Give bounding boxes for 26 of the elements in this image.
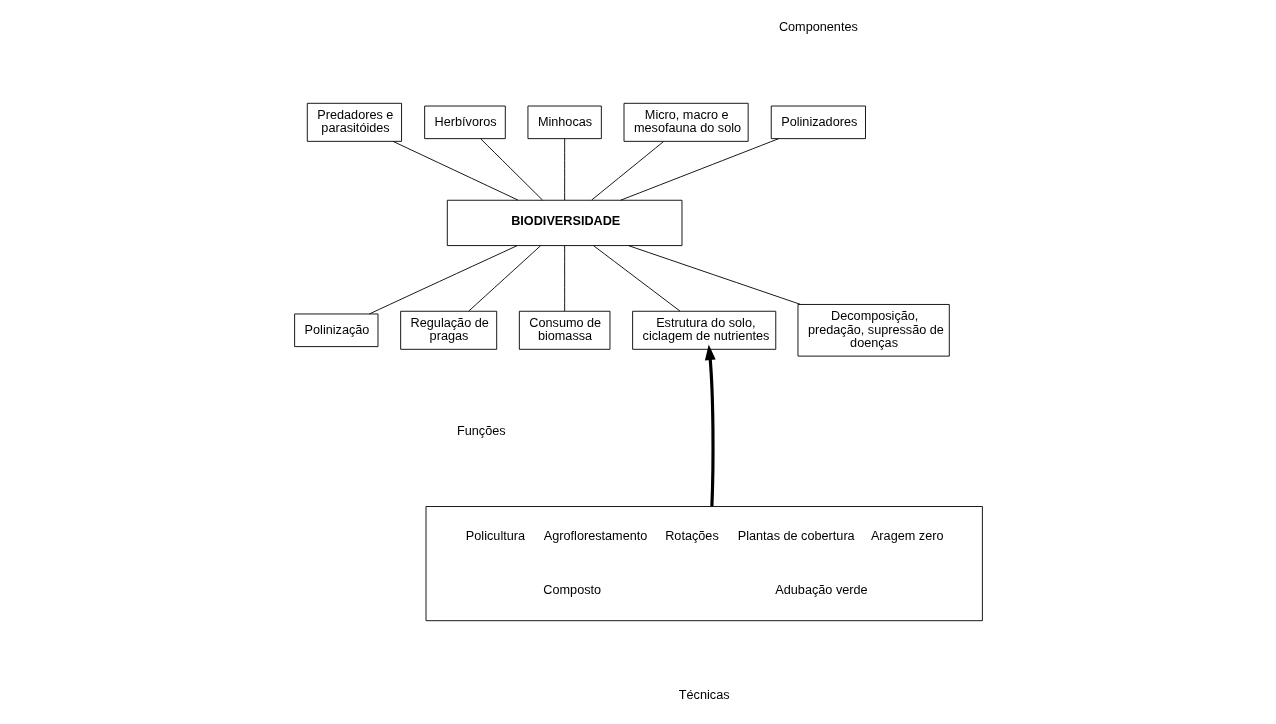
node-box: Consumo de biomassa: [518, 310, 610, 350]
node-box: Policultura Agroflorestamento Rotações Plantas de cobertura Aragem zero Composto Adubação verde: [425, 506, 983, 622]
connector: [619, 138, 779, 201]
connector: [563, 138, 565, 201]
label: Funções: [456, 423, 506, 438]
node-box: Minhocas: [527, 105, 602, 140]
connector: [392, 141, 518, 201]
connector: [592, 245, 680, 312]
label: Componentes: [778, 20, 858, 35]
connector: [563, 245, 565, 312]
node-box: Decomposição, predação, supressão de doenças: [797, 304, 950, 357]
connector: [627, 245, 801, 305]
node-box: Polinizadores: [770, 105, 866, 140]
connector: [368, 245, 518, 315]
connector: [467, 245, 541, 312]
arrow: [704, 344, 716, 507]
node-box: Regulação de pragas: [399, 310, 497, 350]
connector: [479, 138, 543, 201]
connector: [590, 141, 664, 201]
label: Técnicas: [678, 688, 730, 703]
node-box: Polinização: [293, 313, 378, 348]
node-box: Herbívoros: [423, 105, 506, 140]
node-box: Micro, macro e mesofauna do solo: [623, 102, 749, 142]
node-box: BIODIVERSIDADE: [446, 199, 682, 246]
node-box: Predadores e parasitóides: [306, 102, 402, 142]
node-box: Estrutura do solo, ciclagem de nutrientes: [631, 310, 776, 350]
